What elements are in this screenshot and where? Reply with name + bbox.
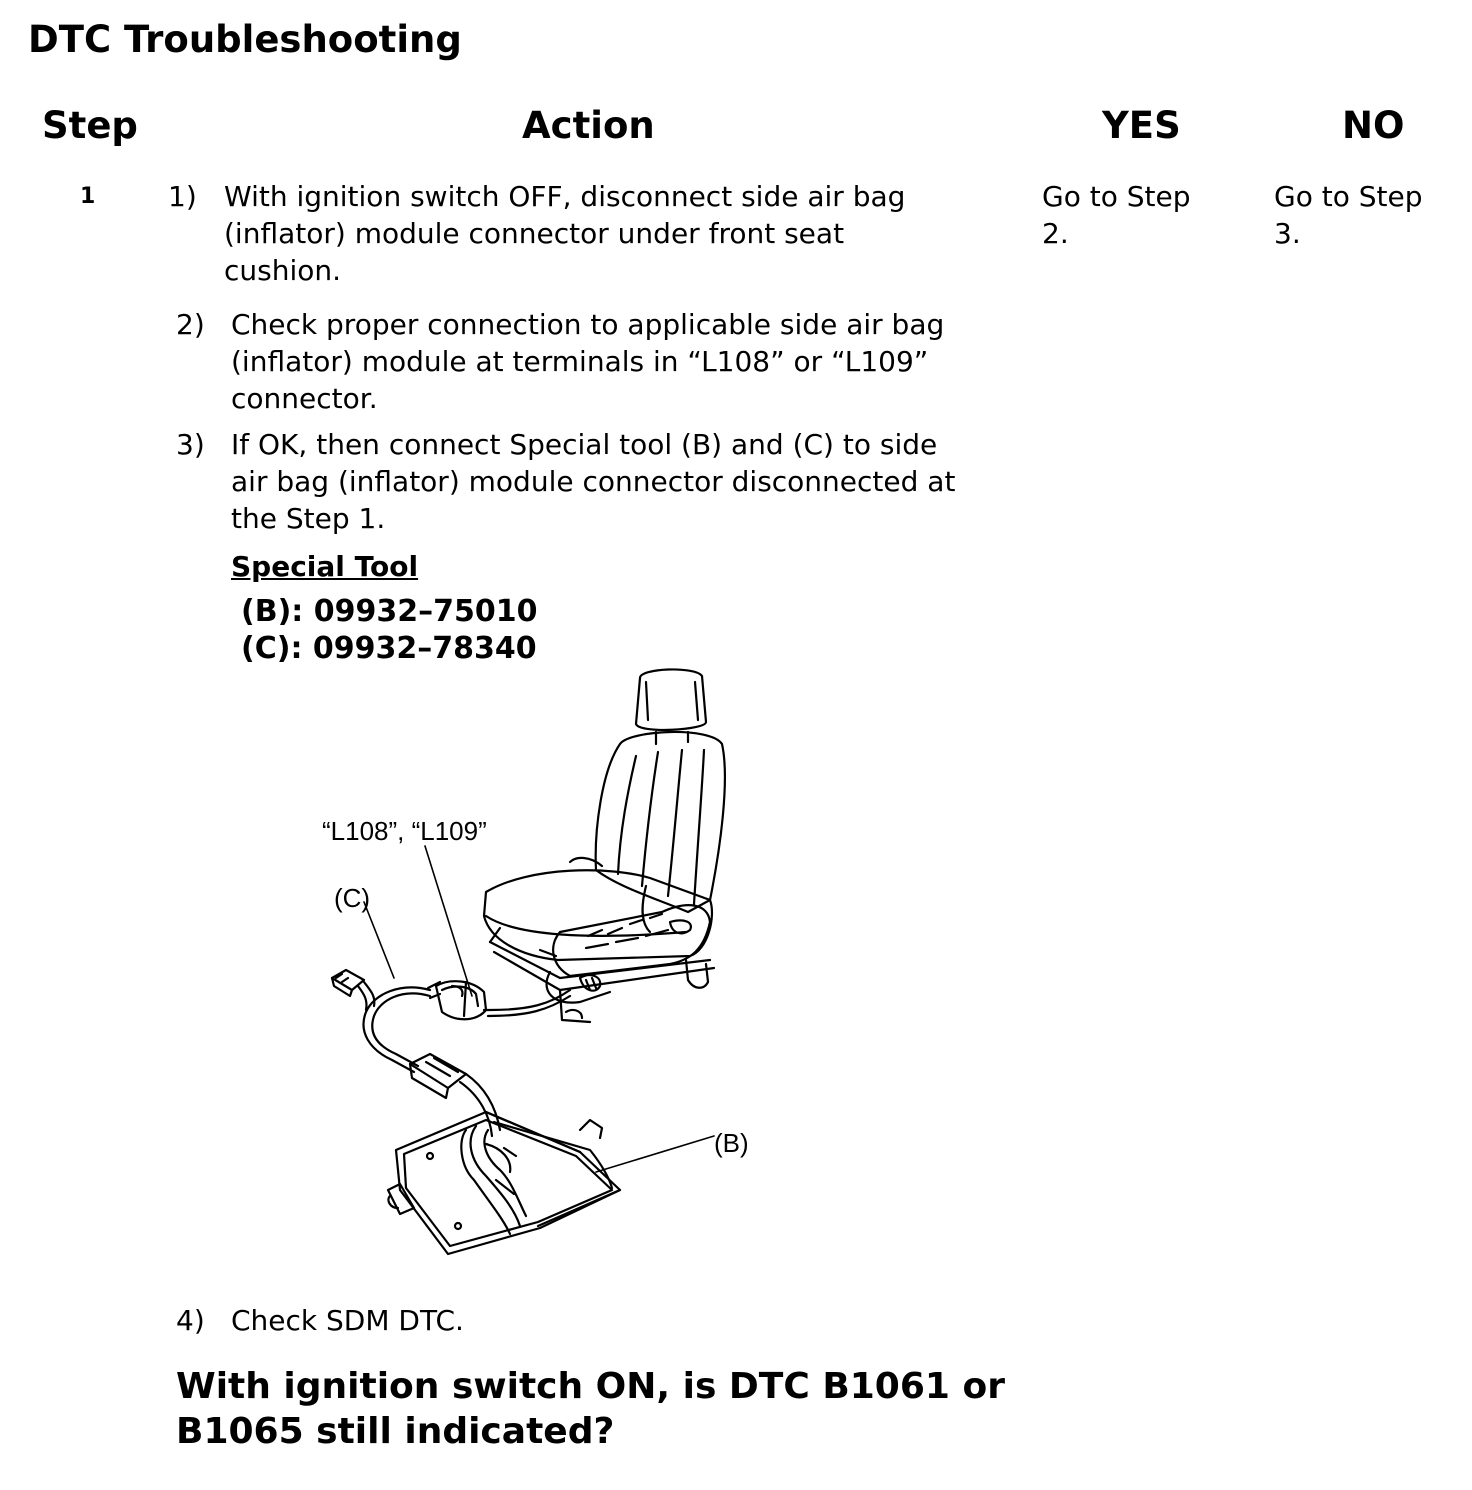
page-title: DTC Troubleshooting: [28, 18, 462, 61]
action-item-3-line-3: the Step 1.: [231, 502, 386, 535]
step-number: 1: [80, 184, 96, 209]
tool-c-tip-connector-drawing: [330, 968, 366, 998]
tool-b-case-drawing: [386, 1110, 622, 1256]
callout-connector-label: “L108”, “L109”: [322, 816, 487, 846]
step-question-line-2: B1065 still indicated?: [176, 1411, 615, 1452]
action-item-4-number: 4): [176, 1304, 205, 1337]
action-item-2-line-3: connector.: [231, 382, 378, 415]
yes-cell-line-2: 2.: [1042, 217, 1069, 250]
action-item-4-line-1: Check SDM DTC.: [231, 1304, 464, 1337]
no-cell-line-2: 3.: [1274, 217, 1301, 250]
yes-cell-line-1: Go to Step: [1042, 180, 1191, 213]
action-item-2-line-2: (inflator) module at terminals in “L108”…: [231, 345, 929, 378]
action-item-1-line-1: With ignition switch OFF, disconnect sid…: [224, 180, 906, 213]
action-item-2-number: 2): [176, 308, 205, 341]
seat-back-drawing: [568, 730, 726, 914]
action-item-3-number: 3): [176, 428, 205, 461]
callout-b-label: (B): [714, 1128, 749, 1158]
seat-connector-drawing: [578, 974, 602, 992]
no-cell-line-1: Go to Step: [1274, 180, 1423, 213]
header-yes: YES: [1102, 104, 1181, 147]
header-action: Action: [522, 104, 655, 147]
step-question: With ignition switch ON, is DTC B1061 or…: [176, 1364, 1056, 1454]
seat-side-panel-drawing: [552, 904, 712, 978]
action-item-3-line-2: air bag (inflator) module connector disc…: [231, 465, 956, 498]
tool-c-loop-drawing: [356, 980, 432, 1074]
callout-c-label: (C): [334, 883, 370, 913]
tool-c-plug-drawing: [426, 980, 488, 1021]
special-tool-code-c: (C): 09932–78340: [241, 631, 537, 666]
action-item-2-line-1: Check proper connection to applicable si…: [231, 308, 945, 341]
action-item-1-number: 1): [168, 180, 197, 213]
special-tool-code-b: (B): 09932–75010: [241, 594, 538, 629]
header-no: NO: [1342, 104, 1405, 147]
seat-tool-diagram: “L108”, “L109” (C) (B): [322, 668, 749, 1256]
tool-c-cable-drawing: [482, 988, 572, 1018]
action-item-1-line-2: (inflator) module connector under front …: [224, 217, 845, 250]
action-item-1-line-3: cushion.: [224, 254, 342, 287]
header-step: Step: [42, 104, 138, 147]
callout-leader-lines: [363, 845, 715, 1173]
tool-inline-connector-drawing: [408, 1052, 502, 1138]
action-item-3-line-1: If OK, then connect Special tool (B) and…: [231, 428, 938, 461]
special-tool-heading: Special Tool: [231, 550, 419, 583]
seat-rail-drawing: [488, 926, 716, 1024]
step-question-line-1: With ignition switch ON, is DTC B1061 or: [176, 1366, 1005, 1407]
seat-headrest-drawing: [634, 668, 708, 746]
